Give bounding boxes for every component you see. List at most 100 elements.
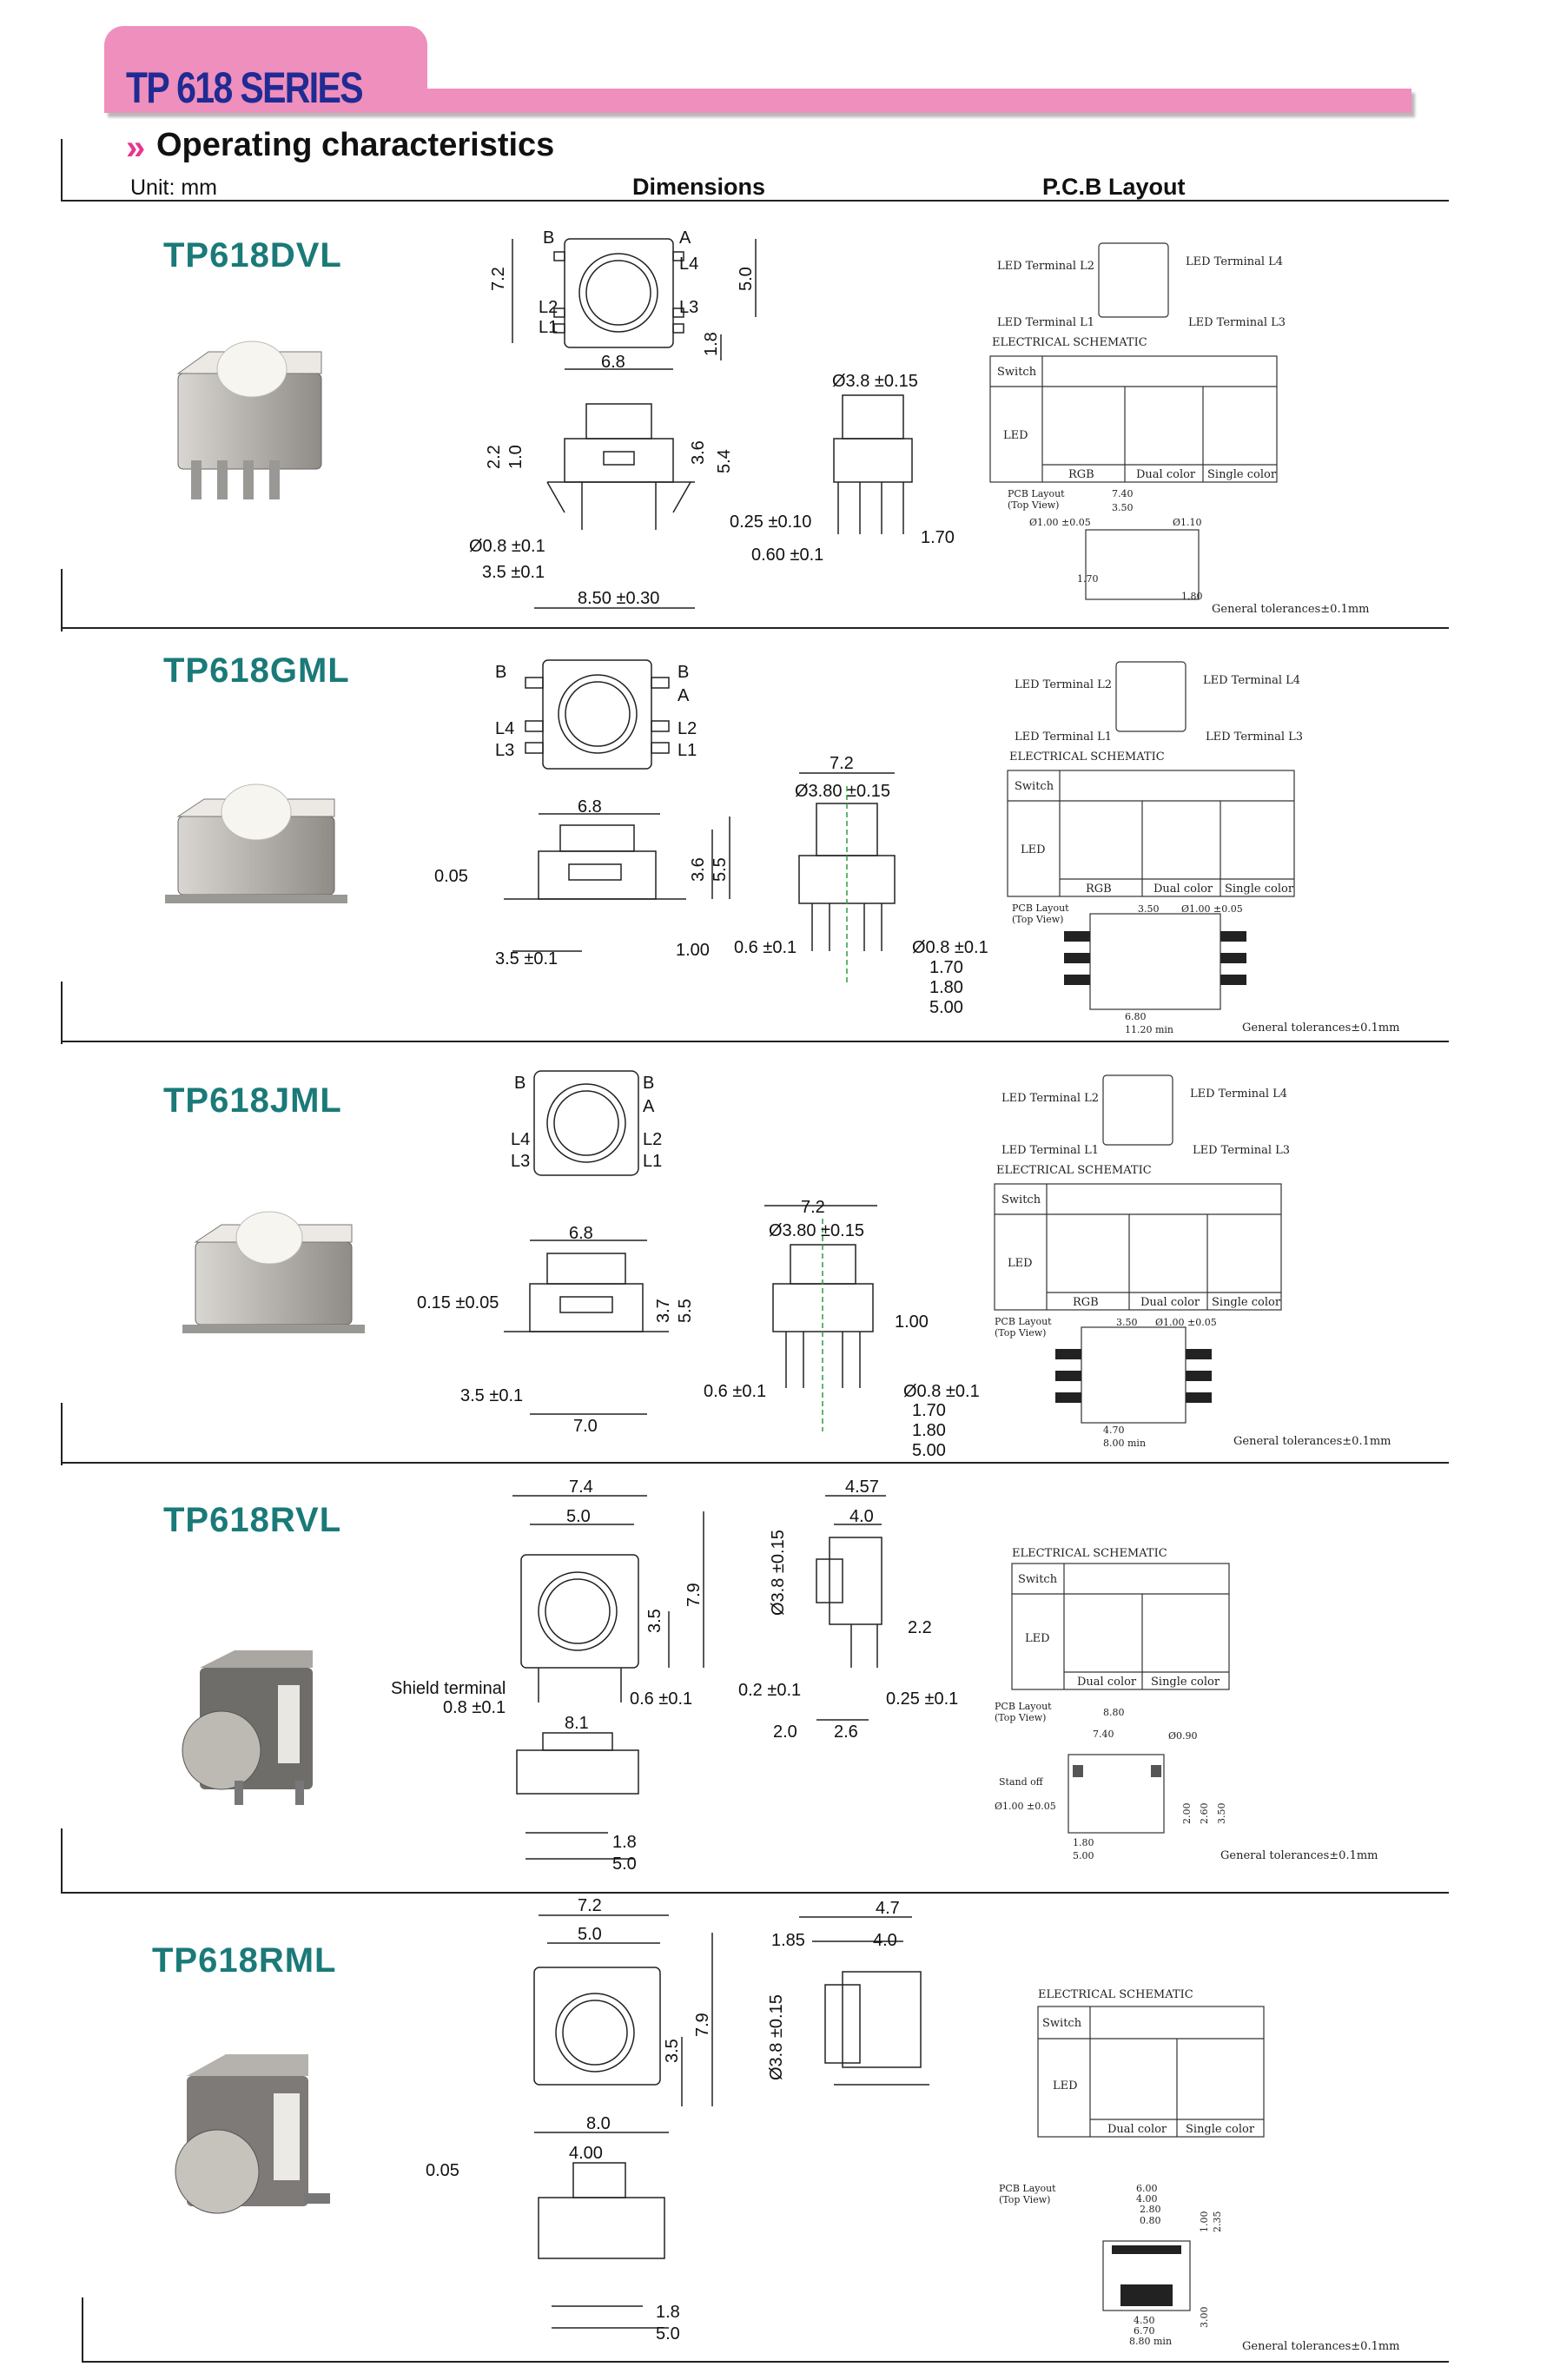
svg-text:Single color: Single color bbox=[1186, 2123, 1255, 2136]
svg-text:5.0: 5.0 bbox=[566, 1507, 591, 1526]
svg-text:B: B bbox=[643, 1074, 654, 1093]
svg-text:4.70: 4.70 bbox=[1103, 1425, 1125, 1436]
svg-text:7.2: 7.2 bbox=[801, 1198, 825, 1217]
svg-text:Ø1.00 ±0.05: Ø1.00 ±0.05 bbox=[1181, 903, 1243, 915]
svg-text:5.00: 5.00 bbox=[912, 1441, 946, 1460]
svg-text:Ø3.8 ±0.15: Ø3.8 ±0.15 bbox=[832, 372, 918, 391]
dimension-drawing-dvl: B A L4 L2 L3 L1 7.2 5.0 1.8 6.8 2.2 1.0 … bbox=[469, 228, 955, 609]
svg-text:ELECTRICAL SCHEMATIC: ELECTRICAL SCHEMATIC bbox=[1009, 750, 1165, 764]
svg-text:7.2: 7.2 bbox=[578, 1896, 602, 1915]
svg-text:ELECTRICAL SCHEMATIC: ELECTRICAL SCHEMATIC bbox=[1038, 1988, 1193, 2001]
svg-text:0.15 ±0.05: 0.15 ±0.05 bbox=[417, 1293, 499, 1312]
product-photo-rml bbox=[175, 2054, 330, 2214]
svg-text:Switch: Switch bbox=[1018, 1573, 1058, 1586]
svg-text:11.20 min: 11.20 min bbox=[1125, 1024, 1173, 1035]
svg-text:0.6 ±0.1: 0.6 ±0.1 bbox=[630, 1689, 692, 1709]
rule bbox=[82, 2361, 1449, 2363]
tolerance-note: General tolerances±0.1mm bbox=[1233, 1435, 1391, 1448]
svg-text:2.6: 2.6 bbox=[834, 1722, 858, 1742]
svg-text:1.80: 1.80 bbox=[1181, 591, 1203, 602]
tolerance-note: General tolerances±0.1mm bbox=[1220, 1849, 1378, 1862]
svg-text:Ø0.8 ±0.1: Ø0.8 ±0.1 bbox=[469, 537, 545, 556]
svg-text:3.5 ±0.1: 3.5 ±0.1 bbox=[482, 563, 545, 582]
svg-text:1.85: 1.85 bbox=[771, 1931, 805, 1950]
svg-text:Ø0.8 ±0.1: Ø0.8 ±0.1 bbox=[912, 938, 988, 957]
svg-text:L1: L1 bbox=[643, 1152, 662, 1171]
rule bbox=[61, 982, 63, 1044]
rule bbox=[61, 569, 63, 631]
svg-text:7.0: 7.0 bbox=[573, 1417, 598, 1436]
svg-text:7.40: 7.40 bbox=[1093, 1729, 1114, 1740]
svg-text:LED: LED bbox=[1003, 429, 1028, 442]
svg-text:1.0: 1.0 bbox=[506, 445, 526, 469]
rule bbox=[61, 1828, 63, 1894]
svg-text:LED Terminal L3: LED Terminal L3 bbox=[1206, 731, 1303, 744]
svg-text:Ø3.8 ±0.15: Ø3.8 ±0.15 bbox=[767, 1994, 786, 2080]
rule bbox=[82, 2297, 83, 2363]
svg-text:1.8: 1.8 bbox=[656, 2303, 680, 2322]
svg-text:3.5: 3.5 bbox=[663, 2039, 682, 2063]
svg-text:LED Terminal L2: LED Terminal L2 bbox=[1001, 1092, 1099, 1105]
svg-text:L1: L1 bbox=[678, 741, 697, 760]
svg-text:L3: L3 bbox=[679, 298, 698, 317]
svg-text:4.0: 4.0 bbox=[873, 1931, 897, 1950]
svg-text:7.2: 7.2 bbox=[830, 754, 854, 773]
svg-text:5.00: 5.00 bbox=[929, 998, 963, 1017]
svg-text:B: B bbox=[543, 228, 554, 248]
svg-text:1.00: 1.00 bbox=[676, 941, 710, 960]
svg-text:0.05: 0.05 bbox=[426, 2161, 459, 2180]
svg-text:3.6: 3.6 bbox=[689, 857, 708, 882]
svg-text:Ø3.8 ±0.15: Ø3.8 ±0.15 bbox=[769, 1530, 788, 1616]
svg-text:2.2: 2.2 bbox=[485, 445, 504, 469]
svg-text:4.00: 4.00 bbox=[569, 2144, 603, 2163]
svg-text:Single color: Single color bbox=[1151, 1676, 1220, 1689]
svg-text:Dual color: Dual color bbox=[1153, 883, 1213, 896]
svg-text:3.7: 3.7 bbox=[654, 1299, 673, 1323]
pcb-layout-heading: P.C.B Layout bbox=[1042, 174, 1186, 200]
svg-text:1.8: 1.8 bbox=[702, 332, 721, 356]
svg-text:6.80: 6.80 bbox=[1125, 1011, 1147, 1022]
svg-text:8.80: 8.80 bbox=[1103, 1707, 1125, 1718]
svg-text:3.5 ±0.1: 3.5 ±0.1 bbox=[460, 1386, 523, 1405]
svg-text:0.25 ±0.10: 0.25 ±0.10 bbox=[730, 512, 811, 532]
svg-text:L4: L4 bbox=[511, 1130, 530, 1149]
svg-text:1.70: 1.70 bbox=[921, 528, 955, 547]
svg-text:L2: L2 bbox=[539, 298, 558, 317]
svg-text:2.60: 2.60 bbox=[1199, 1803, 1210, 1825]
svg-text:7.9: 7.9 bbox=[684, 1583, 704, 1607]
svg-text:6.00: 6.00 bbox=[1136, 2183, 1158, 2194]
svg-text:8.1: 8.1 bbox=[565, 1714, 589, 1733]
svg-text:LED Terminal L3: LED Terminal L3 bbox=[1193, 1144, 1290, 1157]
svg-text:4.00: 4.00 bbox=[1136, 2193, 1158, 2205]
chevron-icon: » bbox=[126, 129, 146, 167]
svg-text:LED Terminal L4: LED Terminal L4 bbox=[1190, 1088, 1287, 1101]
svg-text:1.70: 1.70 bbox=[912, 1401, 946, 1420]
product-photo-jml bbox=[182, 1211, 365, 1333]
svg-text:5.5: 5.5 bbox=[676, 1299, 695, 1323]
svg-text:RGB: RGB bbox=[1073, 1296, 1099, 1309]
svg-text:LED Terminal L1: LED Terminal L1 bbox=[997, 316, 1094, 329]
svg-text:0.25 ±0.1: 0.25 ±0.1 bbox=[886, 1689, 958, 1709]
svg-text:Single color: Single color bbox=[1225, 883, 1294, 896]
svg-text:LED: LED bbox=[1053, 2079, 1078, 2092]
svg-text:3.5 ±0.1: 3.5 ±0.1 bbox=[495, 949, 558, 969]
svg-text:B: B bbox=[495, 663, 506, 682]
svg-text:2.2: 2.2 bbox=[908, 1618, 932, 1637]
svg-text:0.05: 0.05 bbox=[434, 867, 468, 886]
svg-text:Dual color: Dual color bbox=[1140, 1296, 1200, 1309]
model-name: TP618JML bbox=[163, 1081, 342, 1120]
svg-text:Switch: Switch bbox=[997, 366, 1037, 379]
model-name: TP618GML bbox=[163, 651, 350, 690]
svg-text:Ø0.90: Ø0.90 bbox=[1168, 1730, 1198, 1742]
rule bbox=[61, 627, 1449, 629]
svg-text:3.6: 3.6 bbox=[689, 440, 708, 465]
rule bbox=[61, 1041, 1449, 1042]
svg-text:0.6 ±0.1: 0.6 ±0.1 bbox=[734, 938, 797, 957]
svg-text:Switch: Switch bbox=[1001, 1193, 1041, 1207]
svg-text:RGB: RGB bbox=[1086, 883, 1112, 896]
svg-text:B: B bbox=[514, 1074, 526, 1093]
svg-text:Ø1.10: Ø1.10 bbox=[1173, 517, 1202, 528]
svg-text:LED Terminal L2: LED Terminal L2 bbox=[997, 260, 1094, 273]
svg-text:Dual color: Dual color bbox=[1077, 1676, 1137, 1689]
